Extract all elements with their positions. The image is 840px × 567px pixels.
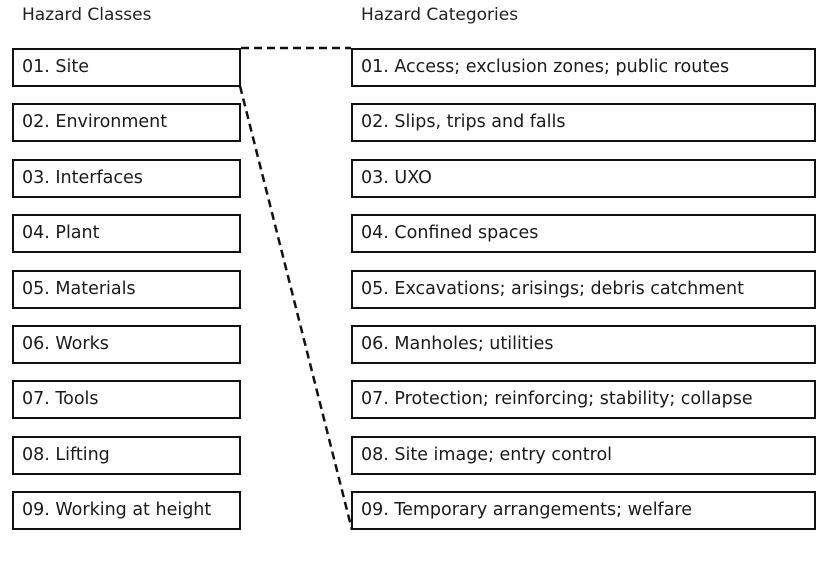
hazard-category-protection: 07. Protection; reinforcing; stability; … — [351, 380, 816, 419]
hazard-class-interfaces: 03. Interfaces — [12, 159, 241, 198]
hazard-category-site-image: 08. Site image; entry control — [351, 436, 816, 475]
hazard-class-lifting: 08. Lifting — [12, 436, 241, 475]
hazard-category-excavations: 05. Excavations; arisings; debris catchm… — [351, 270, 816, 309]
hazard-class-works: 06. Works — [12, 325, 241, 364]
hazard-category-uxo: 03. UXO — [351, 159, 816, 198]
hazard-categories-heading: Hazard Categories — [361, 5, 519, 25]
hazard-classes-heading: Hazard Classes — [22, 5, 152, 25]
hazard-class-plant: 04. Plant — [12, 214, 241, 253]
hazard-category-confined-spaces: 04. Confined spaces — [351, 214, 816, 253]
hazard-class-environment: 02. Environment — [12, 103, 241, 142]
hazard-class-materials: 05. Materials — [12, 270, 241, 309]
hazard-category-manholes: 06. Manholes; utilities — [351, 325, 816, 364]
hazard-class-tools: 07. Tools — [12, 380, 241, 419]
hazard-class-working-at-height: 09. Working at height — [12, 491, 241, 530]
hazard-category-access: 01. Access; exclusion zones; public rout… — [351, 48, 816, 87]
hazard-class-site: 01. Site — [12, 48, 241, 87]
hazard-category-temporary-arrangements: 09. Temporary arrangements; welfare — [351, 491, 816, 530]
hazard-category-slips: 02. Slips, trips and falls — [351, 103, 816, 142]
